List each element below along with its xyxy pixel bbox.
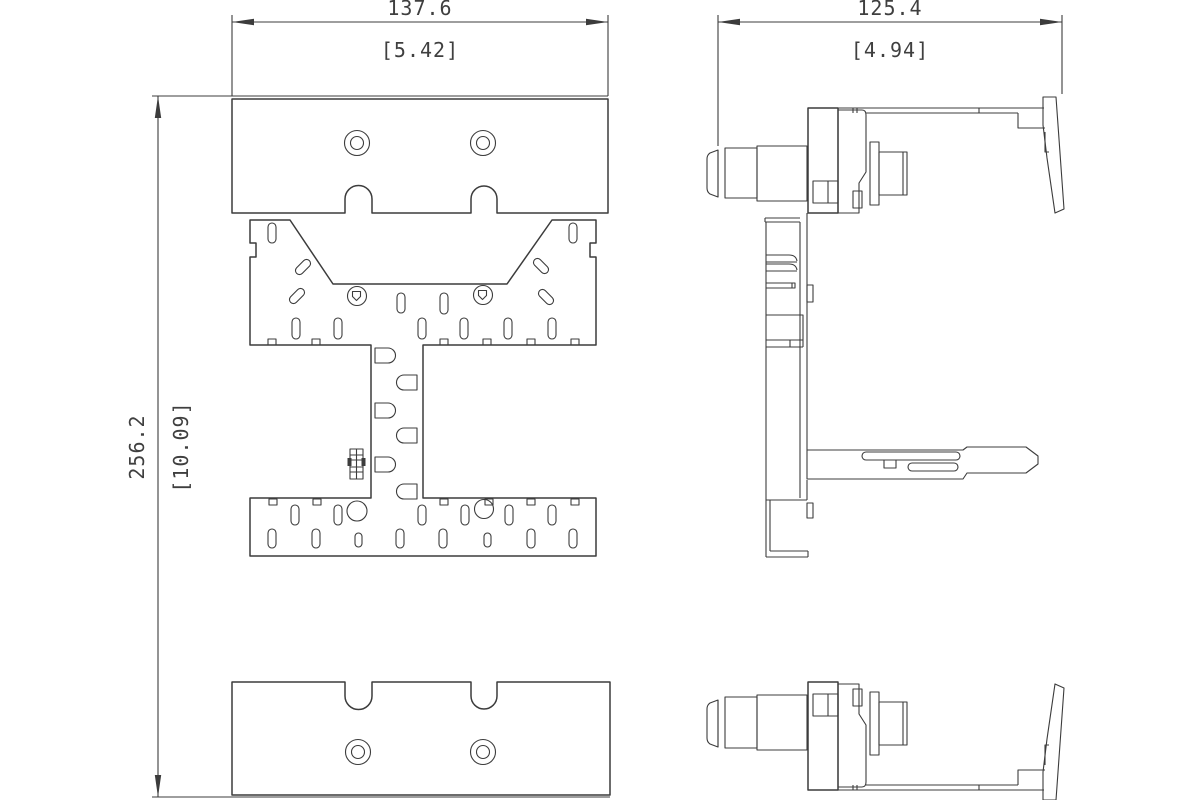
vent-slots-bottom-flange [267,498,578,549]
side-top-connector [706,96,1065,214]
dim-height-mm: 256.2 [125,414,149,479]
front-view [231,98,611,796]
arrowhead [154,775,162,797]
arrowhead [232,18,254,26]
mounting-hole [475,135,491,151]
dim-side-depth-mm: 125.4 [857,0,922,20]
arrowhead [586,18,608,26]
top-plate-outline [231,98,609,214]
edge-tabs [267,338,580,506]
top-plate [231,98,609,214]
extension-lines [152,15,1063,798]
mounting-hole [350,744,366,760]
middle-bracket [249,219,597,557]
vent-slots-top-flange [267,222,578,340]
arrowhead [154,96,162,118]
arrowhead [718,18,740,26]
arrowhead [1040,18,1062,26]
panel-flange [1042,96,1065,214]
mounting-hole [343,129,371,157]
dim-height-in: [10.09] [169,401,193,492]
bottom-plate [231,681,611,796]
panel-flange [1042,683,1065,800]
middle-bracket-outline [249,219,597,557]
mounting-hole [469,738,497,766]
contact-detail [347,448,366,480]
mounting-hole [475,744,491,760]
side-middle-housing [764,213,1039,558]
dim-side-depth-in: [4.94] [851,38,929,62]
mounting-hole [344,738,372,766]
bottom-plate-outline [231,681,611,796]
dimension-annotations: 137.6 [5.42] 125.4 [4.94] 256.2 [10.09] [125,0,1063,798]
side-view [706,96,1065,800]
mounting-hole [469,129,497,157]
spine-slots [374,347,418,500]
mounting-hole [349,135,365,151]
dim-front-width-in: [5.42] [381,38,459,62]
side-bottom-connector [706,681,1065,800]
dim-front-width-mm: 137.6 [387,0,452,20]
screw-boss [346,284,494,307]
terminal-blade [806,446,1039,480]
